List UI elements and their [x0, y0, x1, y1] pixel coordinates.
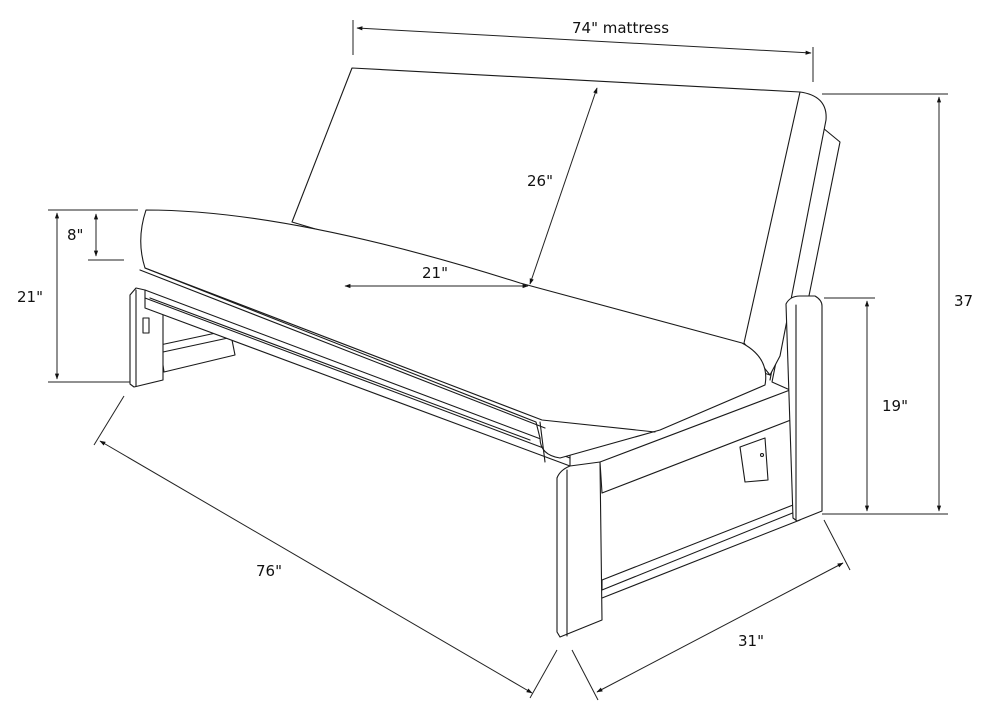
right-lower-rail: [601, 504, 796, 591]
seat-depth-label: 21": [422, 264, 448, 282]
seat-height-label: 21": [17, 288, 43, 306]
mattress-length-label: 74" mattress: [572, 19, 669, 37]
arm-height-label: 19": [882, 397, 908, 415]
right-back-post: [785, 295, 823, 522]
mattress-thickness-label: 8": [67, 226, 83, 244]
frame-length-label: 76": [256, 562, 282, 580]
total-height-label: 37: [954, 292, 973, 310]
dimension-lines: [48, 20, 948, 701]
frame-depth-label: 31": [738, 632, 764, 650]
right-front-post: [556, 461, 603, 638]
futon-illustration: [129, 67, 841, 638]
back-height-label: 26": [527, 172, 553, 190]
